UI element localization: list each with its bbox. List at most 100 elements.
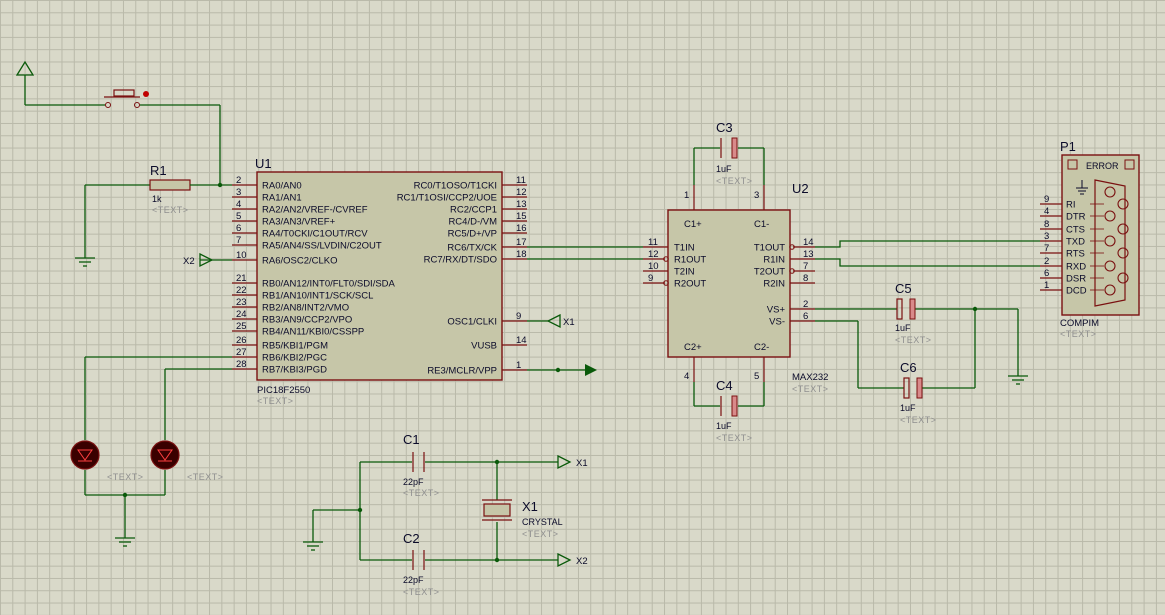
vcc-power-terminal[interactable]	[15, 60, 35, 105]
u2-pin-name-vs: VS-	[769, 317, 785, 328]
crystal-x1[interactable]: X1 CRYSTAL <TEXT>	[482, 499, 563, 539]
u1-pin-name-ra6-osc2-clko: RA6/OSC2/CLKO	[262, 256, 338, 267]
capacitor-c1[interactable]: C1 22pF <TEXT>	[403, 432, 440, 498]
u2-pin-number: 6	[803, 311, 808, 322]
u2-pin-name-r1out: R1OUT	[674, 255, 706, 266]
u1-pin-name-rb7-kbi3-pgd: RB7/KBI3/PGD	[262, 365, 327, 376]
capacitor-c2[interactable]: C2 22pF <TEXT>	[403, 531, 440, 597]
u1-pin-number: 13	[516, 199, 527, 210]
db9-hole	[1104, 260, 1116, 272]
db9-hole	[1104, 186, 1116, 198]
c2-value: 22pF	[403, 575, 424, 585]
u1-pin-number: 7	[236, 235, 241, 246]
db9-hole	[1104, 235, 1116, 247]
x2-terminal-crystal[interactable]: X2	[557, 552, 588, 568]
c6-value: 1uF	[900, 403, 916, 413]
x1-terminal-crystal[interactable]: X1	[557, 454, 588, 470]
capacitor-c6[interactable]: C6 1uF <TEXT>	[900, 360, 937, 425]
led-1-text-placeholder: <TEXT>	[107, 472, 144, 482]
u1-pin-name-rb2-an8-int2-vmo: RB2/AN8/INT2/VMO	[262, 303, 349, 314]
ground-symbol-led	[115, 537, 135, 547]
u1-pin-name-ra5-an4-ss-lvdin-c2out: RA5/AN4/SS/LVDIN/C2OUT	[262, 241, 382, 252]
capacitor-c4[interactable]: C4 1uF <TEXT>	[693, 378, 765, 443]
u2-pin-6[interactable]: 6VS-	[769, 311, 815, 328]
u2-pin-number: 9	[648, 273, 653, 284]
led-2[interactable]: <TEXT>	[150, 440, 224, 482]
p1-pin-name-rts: RTS	[1066, 249, 1085, 260]
capacitor-c3[interactable]: C3 1uF <TEXT>	[693, 120, 765, 186]
x2-terminal-u1[interactable]: X2	[183, 252, 214, 268]
mclr-terminal[interactable]	[527, 364, 597, 376]
resistor-r1[interactable]: R1 1k <TEXT>	[84, 163, 232, 258]
u1-pin-name-rc6-tx-ck: RC6/TX/CK	[447, 243, 497, 254]
led-1[interactable]: <TEXT>	[70, 440, 144, 482]
x1-terminal-u1[interactable]: X1	[527, 313, 575, 329]
u2-pin-3[interactable]: 3C1-	[754, 185, 769, 230]
u2-pin-4[interactable]: 4C2+	[684, 342, 702, 382]
u2-pin-2[interactable]: 2VS+	[767, 299, 815, 316]
capacitor-c5[interactable]: C5 1uF <TEXT>	[895, 281, 932, 345]
u1-pin-number: 26	[236, 335, 247, 346]
u1-pin-name-rc5-d-vp: RC5/D+/VP	[448, 229, 497, 240]
u2-pin-number: 3	[754, 190, 759, 201]
p1-ground-icon	[1076, 180, 1088, 195]
p1-pin-name-dtr: DTR	[1066, 212, 1086, 223]
u1-pin-name-rb1-an10-int1-sck-scl: RB1/AN10/INT1/SCK/SCL	[262, 291, 373, 302]
r1-ref: R1	[150, 163, 167, 178]
u1-pin-name-ra2-an2-vref-cvref: RA2/AN2/VREF-/CVREF	[262, 205, 368, 216]
push-button-switch[interactable]	[25, 89, 221, 185]
c1-text-placeholder: <TEXT>	[403, 488, 440, 498]
u2-pin-5[interactable]: 5C2-	[754, 342, 769, 382]
db9-hole	[1117, 198, 1129, 210]
u2-pin-number: 7	[803, 261, 808, 272]
u2-pin-1[interactable]: 1C1+	[684, 185, 702, 230]
u1-pin-name-rb4-an11-kbi0-csspp: RB4/AN11/KBI0/CSSPP	[262, 327, 364, 338]
x1-value: CRYSTAL	[522, 517, 563, 527]
